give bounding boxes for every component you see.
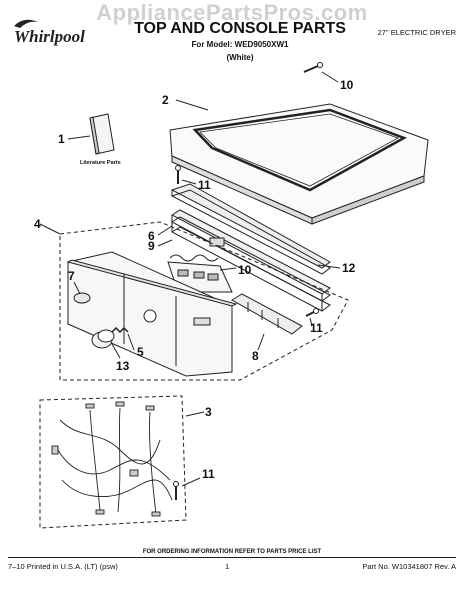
- callout-4: 4: [34, 217, 41, 231]
- print-info: 7–10 Printed in U.S.A. (LT) (psw): [8, 562, 118, 571]
- literature-label: Literature Parts: [80, 160, 121, 166]
- part-number: Part No. W10341807 Rev. A: [362, 562, 456, 571]
- callout-7: 7: [68, 269, 75, 283]
- callout-8: 8: [252, 349, 259, 363]
- color-line: (White): [226, 53, 254, 62]
- callout-13: 13: [116, 359, 130, 373]
- top-panel: [169, 103, 429, 225]
- callout-11-bottom: 11: [202, 467, 215, 481]
- product-type: 27" ELECTRIC DRYER: [377, 28, 456, 37]
- watermark: AppliancePartsPros.com: [96, 0, 368, 25]
- callout-5: 5: [137, 345, 144, 359]
- whirlpool-logo: Whirlpool: [10, 14, 110, 48]
- wire-harness: [51, 401, 173, 517]
- callout-2: 2: [162, 93, 169, 107]
- callout-1: 1: [58, 132, 65, 146]
- callout-11-right: 11: [310, 321, 323, 335]
- model-line: For Model: WED9050XW1: [191, 40, 289, 49]
- footer-rule: [8, 557, 456, 558]
- spring: [111, 326, 129, 334]
- callout-9: 9: [148, 239, 155, 253]
- callout-3: 3: [205, 405, 212, 419]
- callouts: 1 2 3 4 5 6 7 8 9 10 10 11 11 11 12 13: [34, 78, 356, 481]
- callout-10-board: 10: [238, 263, 252, 277]
- page-number: 1: [225, 562, 230, 571]
- console-bracket: [170, 183, 331, 275]
- light-pipe: [231, 293, 303, 335]
- knob: [91, 329, 115, 349]
- screw-mid-left: [175, 165, 181, 184]
- callout-12: 12: [342, 261, 356, 275]
- console-panel: [66, 251, 238, 377]
- literature-packet: [89, 113, 115, 155]
- ordering-note: FOR ORDERING INFORMATION REFER TO PARTS …: [142, 549, 322, 555]
- brand-name: Whirlpool: [14, 27, 85, 46]
- page-title: TOP AND CONSOLE PARTS: [134, 20, 346, 37]
- callout-6: 6: [148, 229, 155, 243]
- screw-bottom: [173, 481, 179, 500]
- callout-10-top: 10: [340, 78, 354, 92]
- screw-mid-right: [305, 308, 319, 317]
- screw-top-right: [303, 62, 323, 73]
- callout-11-top: 11: [198, 178, 211, 192]
